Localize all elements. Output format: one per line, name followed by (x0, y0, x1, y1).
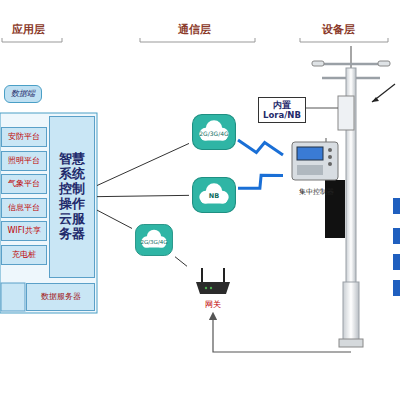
node-text: WIFI共享 (7, 226, 40, 236)
network-cloud: 2G/3G/4G (192, 114, 236, 150)
node-text: 数据服务器 (41, 292, 81, 302)
node-text: 信息平台 (8, 203, 40, 213)
node-text: NB (209, 193, 219, 201)
platform-box: 智慧系统控制操作云服务器 (49, 116, 95, 278)
network-line (175, 257, 187, 267)
platform-box: 气象平台 (1, 174, 47, 194)
platform-box: 内置 Lora/NB (258, 97, 306, 123)
node-text: 数据端 (11, 89, 35, 99)
platform-box: 安防平台 (1, 127, 47, 147)
feedback-arrow (213, 316, 351, 352)
node-text: 照明平台 (8, 156, 40, 166)
controller-icon (286, 136, 346, 196)
node-text: 智慧系统控制操作云服务器 (59, 152, 85, 242)
wireless-link (238, 140, 283, 155)
layer-brackets (2, 38, 388, 42)
network-line (97, 210, 132, 228)
platform-box: 数据端 (4, 85, 42, 103)
node-text: 安防平台 (8, 132, 40, 142)
node-text: 内置 Lora/NB (261, 100, 303, 120)
network-line (97, 143, 189, 185)
platform-box: 信息平台 (1, 198, 47, 218)
platform-box: WIFI共享 (1, 221, 47, 241)
node-text: 网关 (205, 300, 221, 310)
network-cloud: NB (192, 177, 236, 213)
controller-device: 集中控制器 (286, 136, 346, 196)
layer-heading: 应用层 (12, 22, 45, 37)
node-text: 2G/3G/4G (141, 239, 168, 246)
network-line (97, 195, 189, 196)
network-cloud: 2G/3G/4G (135, 224, 173, 256)
node-text: 2G/3G/4G (199, 130, 228, 137)
wireless-link (238, 175, 283, 188)
node-text: 气象平台 (8, 179, 40, 189)
node-text: 充电桩 (12, 250, 36, 260)
platform-frame (0, 113, 97, 313)
lamp-pole (306, 46, 400, 347)
blank-cell (1, 283, 25, 311)
platform-box: 数据服务器 (26, 283, 95, 311)
layer-heading: 通信层 (178, 22, 211, 37)
gateway-device: 网关 (190, 264, 236, 310)
layer-heading: 设备层 (322, 22, 355, 37)
node-text: 集中控制器 (299, 188, 334, 196)
platform-box: 照明平台 (1, 151, 47, 171)
platform-box: 充电桩 (1, 245, 47, 265)
